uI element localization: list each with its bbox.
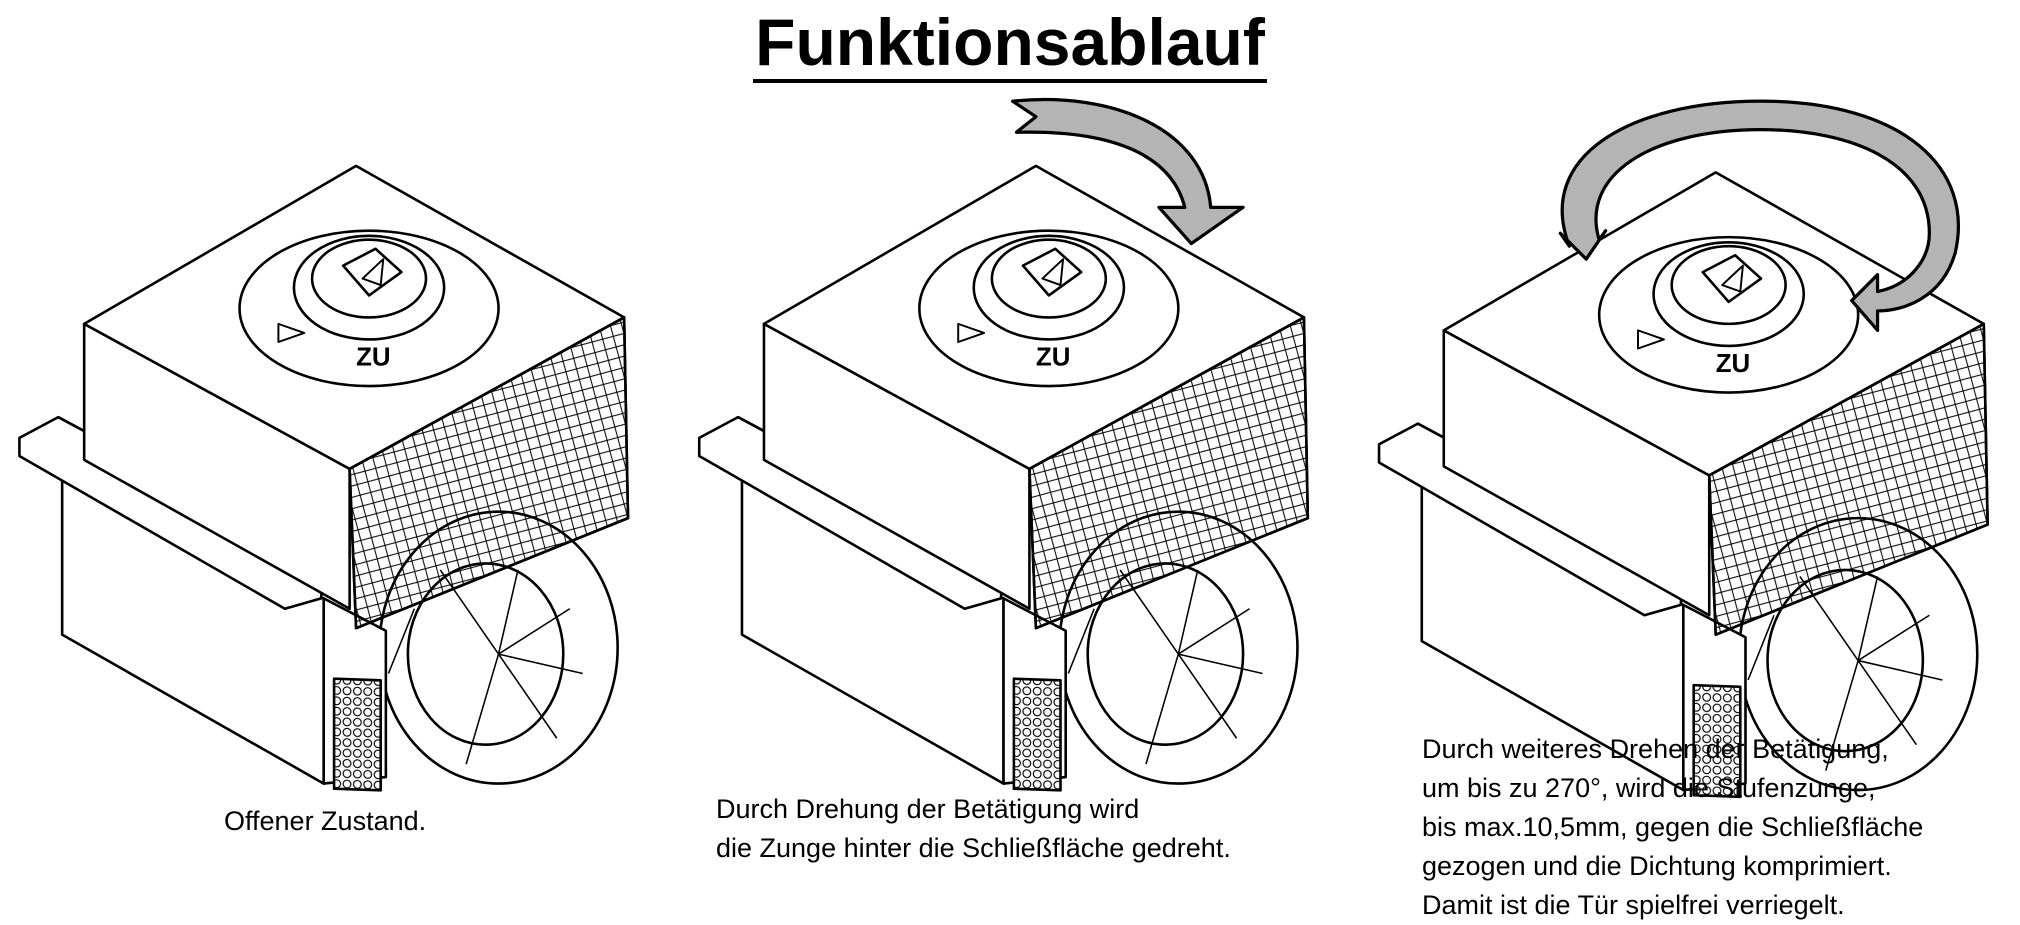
caption-line: um bis zu 270°, wird die Stufenzunge,	[1422, 773, 1876, 803]
quarter-turn-arrow-icon	[1010, 97, 1245, 246]
step-1-lock-illustration: ZU	[18, 164, 630, 792]
step-2-lock-illustration: ZU	[697, 164, 1310, 792]
caption-line: Offener Zustand.	[224, 806, 427, 836]
knob-label-zu: ZU	[1036, 343, 1071, 371]
page-title: Funktionsablauf	[0, 2, 2020, 83]
caption-line: bis max.10,5mm, gegen die Schließfläche	[1422, 812, 1924, 842]
step-1-caption: Offener Zustand.	[224, 802, 426, 841]
step-3-lock-illustration: ZU	[1377, 171, 1989, 799]
caption-line: gezogen und die Dichtung komprimiert.	[1422, 851, 1892, 881]
caption-line: Durch weiteres Drehen der Betätigung,	[1422, 734, 1889, 764]
caption-line: Durch Drehung der Betätigung wird	[716, 794, 1140, 824]
three-quarter-turn-arrow-icon	[1558, 99, 1961, 332]
caption-line: Damit ist die Tür spielfrei verriegelt.	[1422, 890, 1845, 920]
page-title-text: Funktionsablauf	[753, 5, 1267, 83]
caption-line: die Zunge hinter die Schließfläche gedre…	[716, 833, 1231, 863]
knob-label-zu: ZU	[1716, 350, 1751, 378]
step-2-caption: Durch Drehung der Betätigung wird die Zu…	[716, 790, 1231, 868]
knob-label-zu: ZU	[356, 343, 390, 371]
step-3-caption: Durch weiteres Drehen der Betätigung, um…	[1422, 730, 1923, 925]
